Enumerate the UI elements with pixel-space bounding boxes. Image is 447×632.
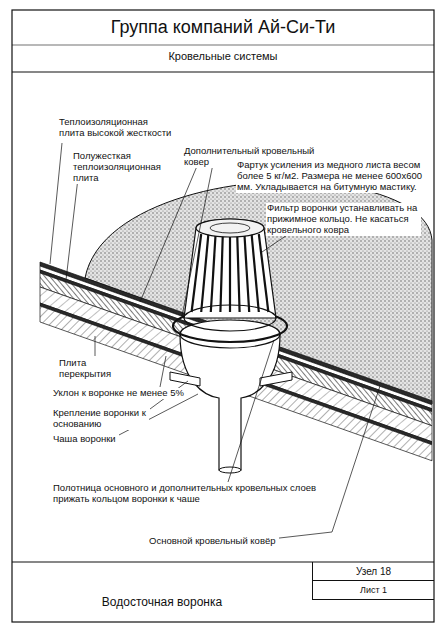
drain-filter [184,219,276,318]
leader-line [95,336,96,356]
callout-label: Полужесткая теплоизоляционная плита [72,151,164,184]
cell-text: Узел 18 [356,566,391,577]
filter-bar [229,234,231,312]
leader-line [262,386,380,540]
callout-label: Полотница основного и дополнительных кро… [52,483,320,505]
filter-bar [237,234,239,312]
callout-label: Уклон к воронке не менее 5% [52,388,187,399]
filter-bar [244,234,249,312]
sheet-frame [12,10,434,622]
filter-bar [259,234,269,312]
sheet-subtitle: Кровельные системы [12,50,434,63]
filter-bar [252,234,259,312]
filter-bar [220,234,222,312]
cell-text: Водосточная воронка [102,595,222,609]
leader-line [50,143,62,264]
filter-base [184,305,276,331]
leader-line [228,340,274,482]
drain-bowl [180,334,280,470]
leader-line [182,159,214,316]
callout-label: Плита перекрытия [58,358,115,380]
filter-bar [201,234,208,312]
filter-bars [192,234,269,312]
sheet-title: Группа компаний Ай-Си-Ти [12,17,434,38]
bowl-rim [180,320,280,348]
sheet-info-cell: Узел 18 [312,562,434,581]
leader-line [66,178,78,280]
mounting-flange [170,372,292,386]
filter-top-ring [210,223,250,233]
leader-line [160,356,166,387]
callout-label: Теплоизоляционная плита высокой жесткост… [58,117,175,139]
callout-label: Фильтр воронки устанавливать на прижимно… [266,203,421,236]
header-rule [12,45,434,46]
callout-label: Основной кровельный ковёр [148,536,279,547]
callout-label: Чаша воронки [52,434,119,445]
callout-label: Крепление воронки к основанию [52,408,149,430]
header-rule [12,71,434,72]
callout-label: Фартук усиления из медного листа весом б… [236,160,426,193]
filter-top [196,219,264,237]
drawing-name-cell: Водосточная воронка [12,581,312,622]
filter-bar [211,234,216,312]
cell-text: Лист 1 [360,585,387,595]
filter-stem [229,250,231,300]
sheet-info-cell: Лист 1 [312,581,434,600]
drain-outlet [219,467,241,473]
